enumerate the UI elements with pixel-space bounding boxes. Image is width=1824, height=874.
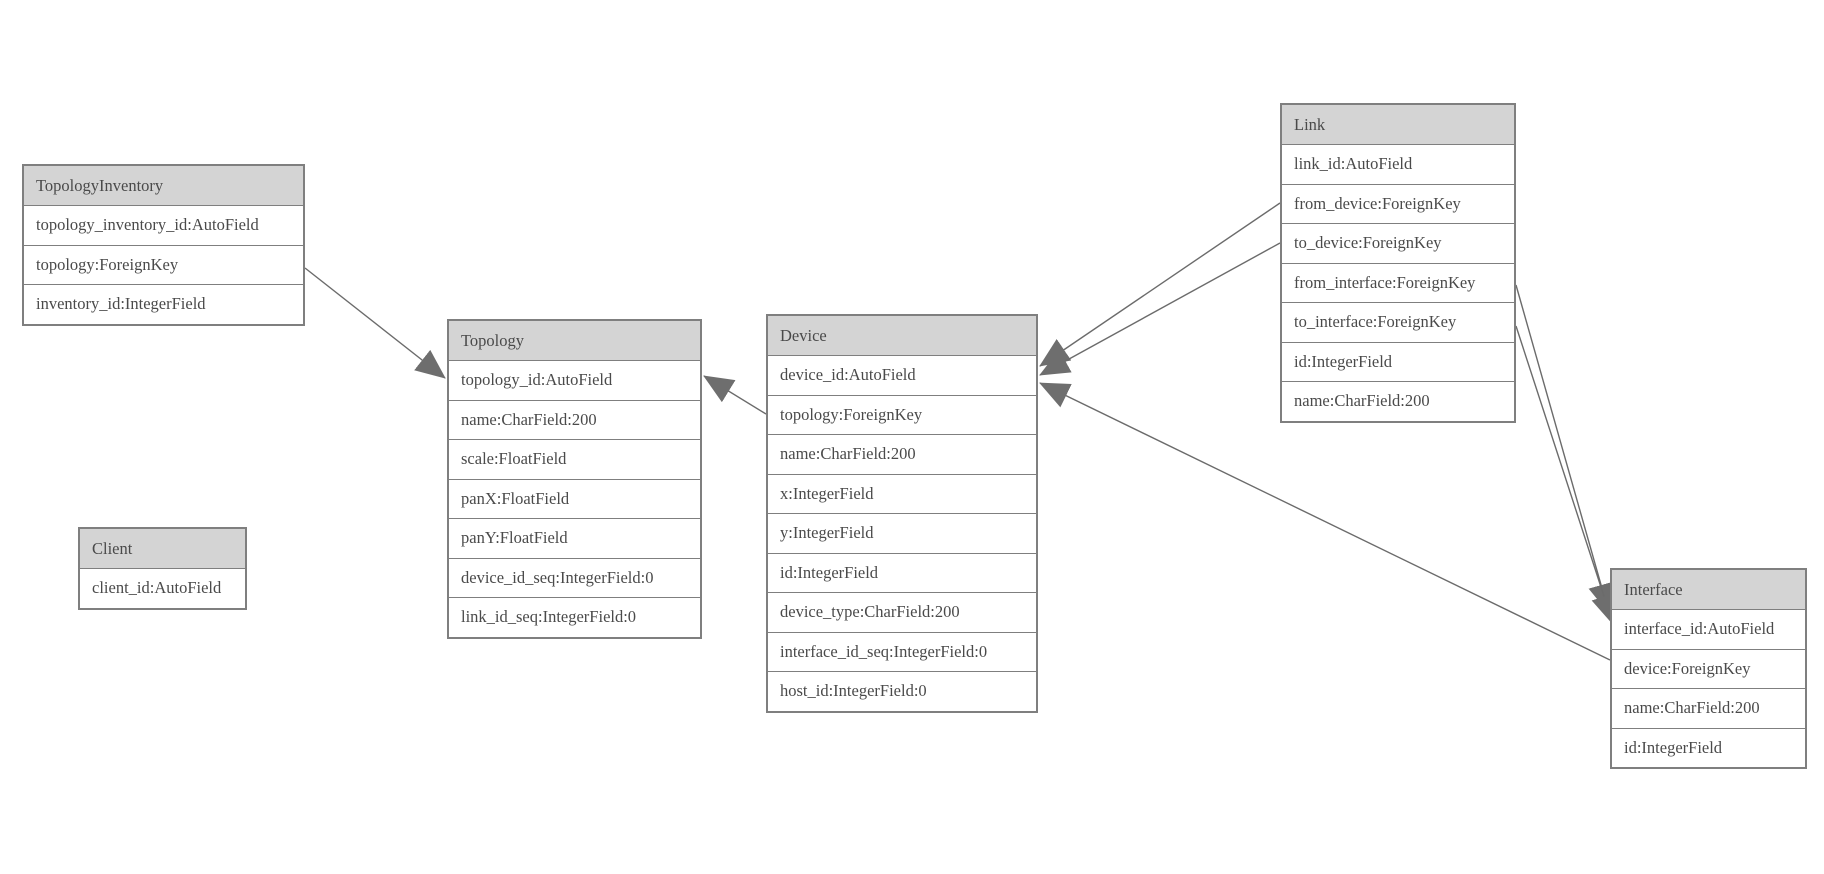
entity-field: scale:FloatField — [449, 440, 700, 480]
entity-field: topology:ForeignKey — [768, 395, 1036, 435]
entity-field: interface_id_seq:IntegerField:0 — [768, 632, 1036, 672]
entity-title-device: Device — [768, 316, 1036, 356]
entity-title-topology: Topology — [449, 321, 700, 361]
entity-field: name:CharField:200 — [1282, 382, 1514, 421]
entity-field: device_id:AutoField — [768, 356, 1036, 396]
entity-field: to_device:ForeignKey — [1282, 224, 1514, 264]
entity-field: host_id:IntegerField:0 — [768, 672, 1036, 711]
entity-field: link_id_seq:IntegerField:0 — [449, 598, 700, 637]
entity-field: from_interface:ForeignKey — [1282, 263, 1514, 303]
entity-field: topology_id:AutoField — [449, 361, 700, 401]
entity-field: panX:FloatField — [449, 479, 700, 519]
entity-field: topology:ForeignKey — [24, 245, 303, 285]
edge-lines — [304, 202, 1617, 661]
entity-field: name:CharField:200 — [449, 400, 700, 440]
entity-field: x:IntegerField — [768, 474, 1036, 514]
entity-field: inventory_id:IntegerField — [24, 285, 303, 324]
entity-field: id:IntegerField — [768, 553, 1036, 593]
edge-topologyinventory-topology — [304, 267, 446, 379]
entity-field: name:CharField:200 — [1612, 689, 1805, 729]
entity-field: id:IntegerField — [1612, 728, 1805, 767]
entity-field: from_device:ForeignKey — [1282, 184, 1514, 224]
entity-field: to_interface:ForeignKey — [1282, 303, 1514, 343]
entity-title-interface: Interface — [1612, 570, 1805, 610]
entity-field: topology_inventory_id:AutoField — [24, 206, 303, 246]
edge-link-tointerface-interface — [1515, 325, 1617, 625]
entity-field: device_id_seq:IntegerField:0 — [449, 558, 700, 598]
entity-field: device:ForeignKey — [1612, 649, 1805, 689]
entity-field: interface_id:AutoField — [1612, 610, 1805, 650]
edge-link-todevice-device — [1039, 242, 1281, 376]
entity-field: panY:FloatField — [449, 519, 700, 559]
entity-field: link_id:AutoField — [1282, 145, 1514, 185]
entity-title-link: Link — [1282, 105, 1514, 145]
edge-link-frominterface-interface — [1515, 284, 1614, 614]
edge-device-topology — [703, 375, 767, 415]
entity-title-client: Client — [80, 529, 245, 569]
edge-link-fromdevice-device — [1039, 202, 1281, 367]
edge-interface-device-device — [1039, 382, 1611, 661]
entity-field: client_id:AutoField — [80, 569, 245, 608]
entity-title-topology-inventory: TopologyInventory — [24, 166, 303, 206]
entity-field: id:IntegerField — [1282, 342, 1514, 382]
entity-field: device_type:CharField:200 — [768, 593, 1036, 633]
entity-field: name:CharField:200 — [768, 435, 1036, 475]
entity-field: y:IntegerField — [768, 514, 1036, 554]
